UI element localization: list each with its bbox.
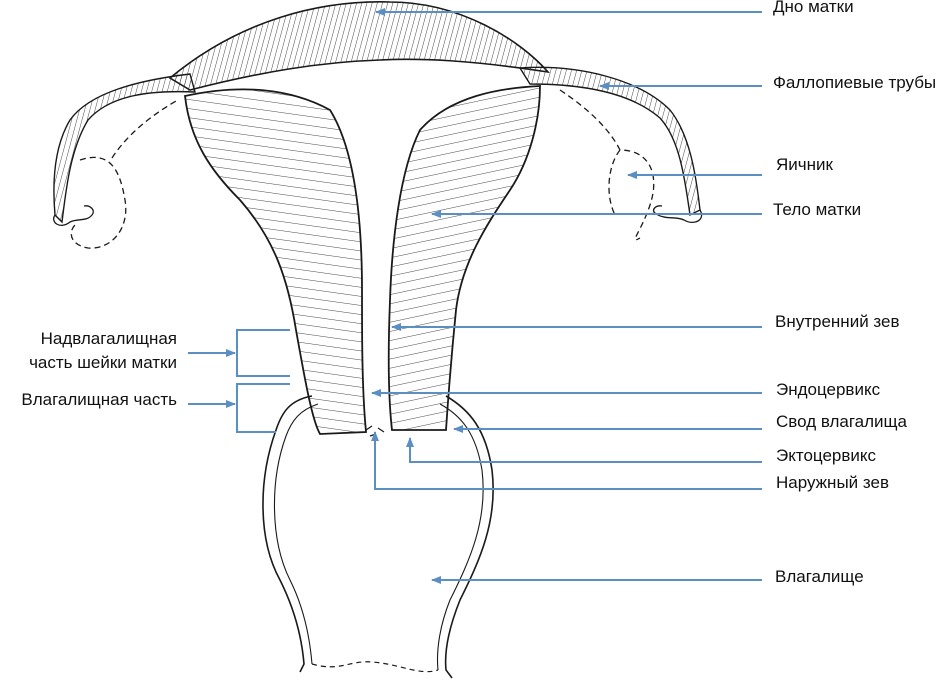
- label-supravaginal-line2: часть шейки матки: [29, 353, 177, 372]
- left-tube-fimbriae: [53, 205, 94, 226]
- bracket-supravaginal: [236, 329, 290, 377]
- uterus-right-wall: [387, 85, 541, 431]
- label-supravaginal-line1: Надвлагалищная: [40, 329, 177, 348]
- vagina-left-wall-inner: [273, 403, 319, 665]
- vagina-right-wall: [444, 395, 494, 679]
- right-fallopian-tube: [518, 66, 701, 217]
- fundus-shape: [168, 1, 551, 91]
- arrow-ectocervix: [406, 437, 762, 463]
- label-ectocervix: Эктоцервикс: [776, 446, 877, 465]
- pointer-arrows: [188, 8, 762, 584]
- label-fallopian-tubes: Фаллопиевые трубы: [773, 73, 937, 92]
- label-vaginal-fornix: Свод влагалища: [776, 412, 907, 431]
- label-internal-os: Внутренний зев: [775, 312, 900, 331]
- label-ovary: Яичник: [776, 155, 833, 174]
- label-endocervix: Эндоцервикс: [776, 380, 881, 399]
- left-ovary: [70, 99, 179, 249]
- label-external-os: Наружный зев: [776, 473, 889, 492]
- right-ovary: [559, 89, 655, 241]
- vagina-left-wall: [262, 395, 313, 673]
- bracket-vaginal-part: [236, 383, 290, 433]
- vaginal-opening: [311, 661, 439, 673]
- left-fallopian-tube: [53, 73, 196, 224]
- label-uterus-body: Тело матки: [773, 200, 862, 219]
- label-vaginal-part: Влагалищная часть: [21, 390, 177, 409]
- arrow-external-os: [371, 431, 762, 490]
- label-vagina: Влагалище: [775, 567, 864, 586]
- vagina-right-wall-inner: [437, 403, 484, 671]
- uterus-left-wall: [184, 88, 367, 435]
- right-tube-fimbriae: [652, 205, 703, 224]
- label-fundus: Дно матки: [773, 0, 854, 16]
